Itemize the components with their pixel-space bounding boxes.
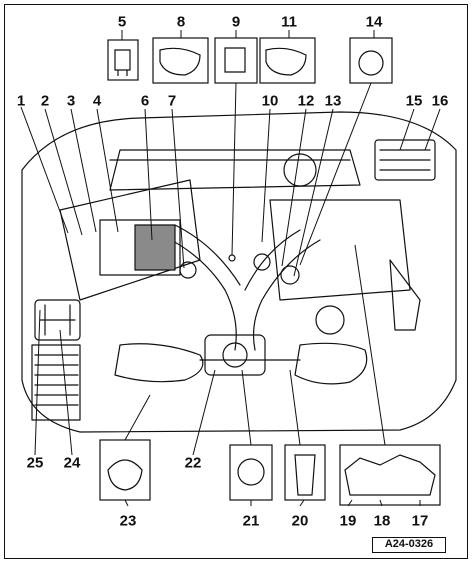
callout-12: 12 <box>297 92 315 110</box>
callout-22: 22 <box>184 454 202 472</box>
intake-hose-left <box>114 343 204 383</box>
callout-17: 17 <box>411 512 429 530</box>
callout-16: 16 <box>431 92 449 110</box>
callout-9: 9 <box>231 13 241 31</box>
callout-21: 21 <box>242 512 260 530</box>
callout-10: 10 <box>261 92 279 110</box>
callout-19: 19 <box>339 512 357 530</box>
callout-18: 18 <box>373 512 391 530</box>
diagram-frame <box>4 4 468 559</box>
callout-25: 25 <box>26 454 44 472</box>
inset-9 <box>214 37 258 84</box>
valve-cover-right <box>269 199 411 301</box>
inset-20 <box>284 444 326 501</box>
figure-reference: A24-0326 <box>372 537 446 553</box>
callout-13: 13 <box>324 92 342 110</box>
callout-6: 6 <box>140 92 150 110</box>
callout-3: 3 <box>66 92 76 110</box>
callout-15: 15 <box>405 92 423 110</box>
callout-23: 23 <box>119 512 137 530</box>
intake-hose-right <box>294 342 368 385</box>
callout-20: 20 <box>291 512 309 530</box>
inset-17-19 <box>339 444 441 506</box>
callout-7: 7 <box>167 92 177 110</box>
callout-8: 8 <box>176 13 186 31</box>
callout-1: 1 <box>16 92 26 110</box>
callout-2: 2 <box>40 92 50 110</box>
callout-4: 4 <box>92 92 102 110</box>
callout-24: 24 <box>63 454 81 472</box>
callout-14: 14 <box>365 13 383 31</box>
inset-21 <box>229 444 273 501</box>
callout-11: 11 <box>281 13 297 31</box>
callout-5: 5 <box>117 13 127 31</box>
inset-5 <box>107 39 139 81</box>
inset-11 <box>259 37 316 84</box>
inset-14 <box>349 37 393 84</box>
engine-bay-outline <box>21 111 457 433</box>
